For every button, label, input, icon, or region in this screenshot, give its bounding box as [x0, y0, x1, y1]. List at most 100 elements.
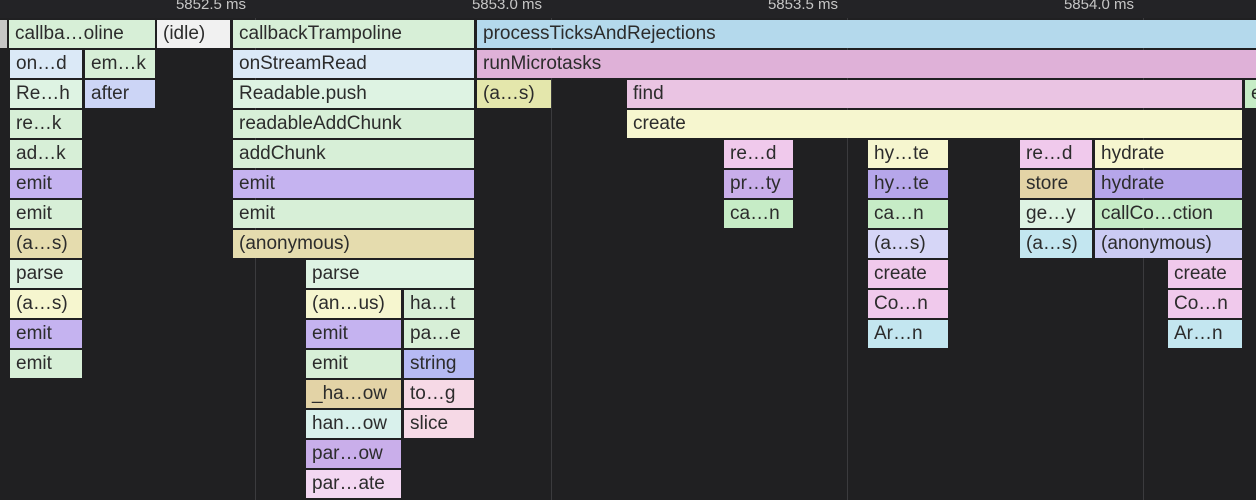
frame-label: re…k — [16, 113, 62, 134]
flame-frame[interactable]: ad…k — [10, 140, 82, 168]
frame-label: han…ow — [312, 413, 387, 434]
flame-frame[interactable]: addChunk — [233, 140, 474, 168]
frame-label: runMicrotasks — [483, 53, 602, 74]
flame-frame[interactable]: emit — [10, 350, 82, 378]
flame-frame[interactable]: emit — [10, 200, 82, 228]
flame-frame[interactable]: slice — [404, 410, 474, 438]
flame-frame[interactable]: par…ow — [306, 440, 401, 468]
frame-label: create — [633, 113, 686, 134]
frame-label: hy…te — [874, 173, 929, 194]
flame-frame[interactable]: (a…s) — [1020, 230, 1092, 258]
flame-frame[interactable]: ca…n — [868, 200, 948, 228]
flame-frame[interactable]: Co…n — [868, 290, 948, 318]
frame-label: pr…ty — [730, 173, 781, 194]
flame-frame[interactable]: create — [868, 260, 948, 288]
flame-frame[interactable]: callbackTrampoline — [233, 20, 474, 48]
flame-frame[interactable]: callba…oline — [9, 20, 155, 48]
frame-label: to…g — [410, 383, 456, 404]
flame-frame[interactable]: processTicksAndRejections — [477, 20, 1256, 48]
flame-frame[interactable]: (a…s) — [10, 230, 82, 258]
frame-label: callbackTrampoline — [239, 23, 402, 44]
frame-label: pa…e — [410, 323, 461, 344]
frame-label: emit — [16, 203, 52, 224]
ruler-label: 5853.5 ms — [767, 0, 838, 13]
flame-frame[interactable]: parse — [10, 260, 82, 288]
frame-label: (a…s) — [483, 83, 535, 104]
flame-frame[interactable]: e — [1245, 80, 1256, 108]
flame-frame[interactable]: (anonymous) — [233, 230, 474, 258]
frame-label: (a…s) — [874, 233, 926, 254]
flame-frame[interactable]: emit — [233, 170, 474, 198]
frame-label: ge…y — [1026, 203, 1076, 224]
frame-label: par…ate — [312, 473, 385, 494]
flame-frame[interactable]: create — [1168, 260, 1242, 288]
flame-frame[interactable]: re…d — [1020, 140, 1092, 168]
flame-frame[interactable]: emit — [306, 320, 401, 348]
frame-label: after — [91, 83, 130, 104]
frame-label: parse — [16, 263, 64, 284]
frame-label: ad…k — [16, 143, 66, 164]
gridline — [847, 0, 848, 500]
flame-frame[interactable]: hy…te — [868, 140, 948, 168]
gridline — [551, 0, 552, 500]
flame-frame[interactable]: emit — [306, 350, 401, 378]
frame-label: addChunk — [239, 143, 326, 164]
flame-frame[interactable]: pr…ty — [724, 170, 793, 198]
frame-label: emit — [16, 353, 52, 374]
frame-label: (an…us) — [312, 293, 385, 314]
flame-frame[interactable] — [0, 20, 7, 48]
flame-frame[interactable]: (idle) — [157, 20, 230, 48]
flame-frame[interactable]: hydrate — [1095, 170, 1242, 198]
flame-frame[interactable]: (a…s) — [477, 80, 551, 108]
flame-frame[interactable]: emit — [233, 200, 474, 228]
flame-frame[interactable]: store — [1020, 170, 1092, 198]
frame-label: callba…oline — [15, 23, 124, 44]
flame-frame[interactable]: em…k — [85, 50, 155, 78]
flame-frame[interactable]: after — [85, 80, 155, 108]
flame-frame[interactable]: ca…n — [724, 200, 793, 228]
frame-label: callCo…ction — [1101, 203, 1213, 224]
frame-label: re…d — [1026, 143, 1073, 164]
flame-frame[interactable]: callCo…ction — [1095, 200, 1242, 228]
frame-label: emit — [239, 173, 275, 194]
frame-label: processTicksAndRejections — [483, 23, 716, 44]
flame-frame[interactable]: par…ate — [306, 470, 401, 498]
flame-frame[interactable]: hy…te — [868, 170, 948, 198]
flame-frame[interactable]: emit — [10, 170, 82, 198]
flame-frame[interactable]: runMicrotasks — [477, 50, 1256, 78]
flame-frame[interactable]: (anonymous) — [1095, 230, 1242, 258]
frame-label: create — [1174, 263, 1227, 284]
flame-frame[interactable]: re…k — [10, 110, 82, 138]
frame-label: Readable.push — [239, 83, 367, 104]
frame-label: onStreamRead — [239, 53, 367, 74]
flame-frame[interactable]: create — [627, 110, 1242, 138]
flame-frame[interactable]: _ha…ow — [306, 380, 401, 408]
flame-frame[interactable]: emit — [10, 320, 82, 348]
flame-frame[interactable]: Co…n — [1168, 290, 1242, 318]
flame-frame[interactable]: Ar…n — [1168, 320, 1242, 348]
flame-frame[interactable]: ha…t — [404, 290, 474, 318]
frame-label: em…k — [91, 53, 146, 74]
flame-frame[interactable]: find — [627, 80, 1242, 108]
flame-frame[interactable]: string — [404, 350, 474, 378]
flame-frame[interactable]: Readable.push — [233, 80, 474, 108]
frame-label: Ar…n — [874, 323, 923, 344]
flame-frame[interactable]: ge…y — [1020, 200, 1092, 228]
flame-frame[interactable]: pa…e — [404, 320, 474, 348]
flame-frame[interactable]: onStreamRead — [233, 50, 474, 78]
flame-frame[interactable]: re…d — [724, 140, 793, 168]
flame-frame[interactable]: (a…s) — [868, 230, 948, 258]
flame-frame[interactable]: (a…s) — [10, 290, 82, 318]
flame-frame[interactable]: Re…h — [10, 80, 82, 108]
frame-label: hydrate — [1101, 143, 1165, 164]
flame-frame[interactable]: han…ow — [306, 410, 401, 438]
flame-frame[interactable]: (an…us) — [306, 290, 401, 318]
frame-label: ha…t — [410, 293, 456, 314]
flame-frame[interactable]: Ar…n — [868, 320, 948, 348]
flame-frame[interactable]: to…g — [404, 380, 474, 408]
flame-frame[interactable]: on…d — [10, 50, 82, 78]
flame-frame[interactable]: parse — [306, 260, 474, 288]
flame-frame[interactable]: readableAddChunk — [233, 110, 474, 138]
flame-frame[interactable]: hydrate — [1095, 140, 1242, 168]
